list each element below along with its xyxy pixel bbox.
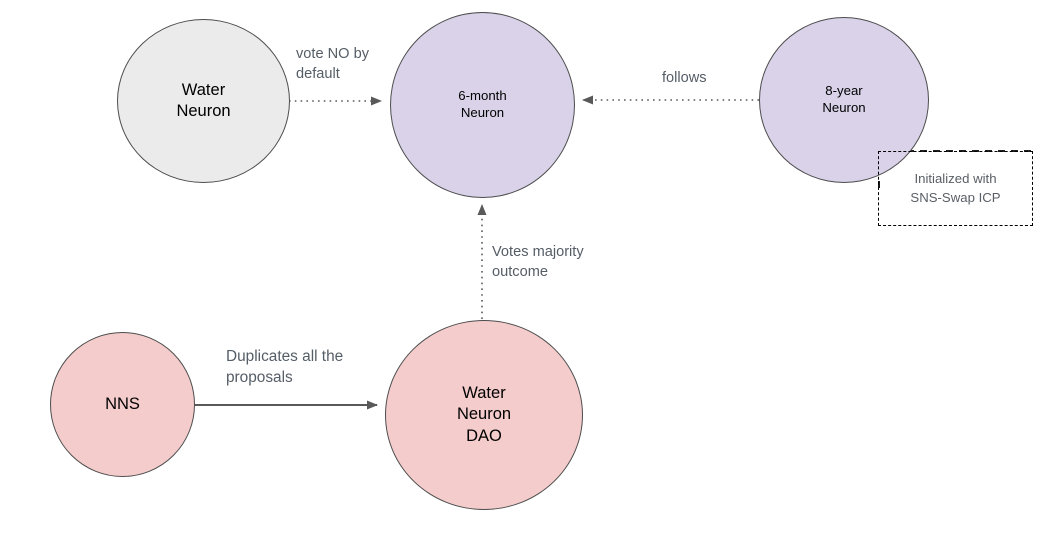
edge-label-vote-no-by-default: vote NO by default [296,46,369,83]
edge-label-duplicates-all-the-proposals: Duplicates all the proposals [226,348,344,387]
node-eight-year-neuron[interactable]: 8-year Neuron [759,17,929,183]
note-sns-swap-text: Initialized with SNS-Swap ICP [910,171,1001,205]
node-water-neuron-dao-label: Water Neuron DAO [456,384,512,445]
node-water-neuron[interactable]: Water Neuron [117,19,290,183]
node-six-month-neuron-label: 6-month Neuron [458,88,507,120]
edge-label-votes-majority-outcome: Votes majority outcome [492,244,584,281]
edge-label-follows: follows [662,70,707,86]
node-water-neuron-dao[interactable]: Water Neuron DAO [385,320,583,510]
node-water-neuron-label: Water Neuron [176,80,231,120]
node-nns[interactable]: NNS [50,332,195,477]
node-eight-year-neuron-label: 8-year Neuron [822,83,866,115]
node-nns-label: NNS [105,394,140,413]
node-six-month-neuron[interactable]: 6-month Neuron [390,12,575,198]
note-sns-swap[interactable]: Initialized with SNS-Swap ICP [878,151,1033,226]
